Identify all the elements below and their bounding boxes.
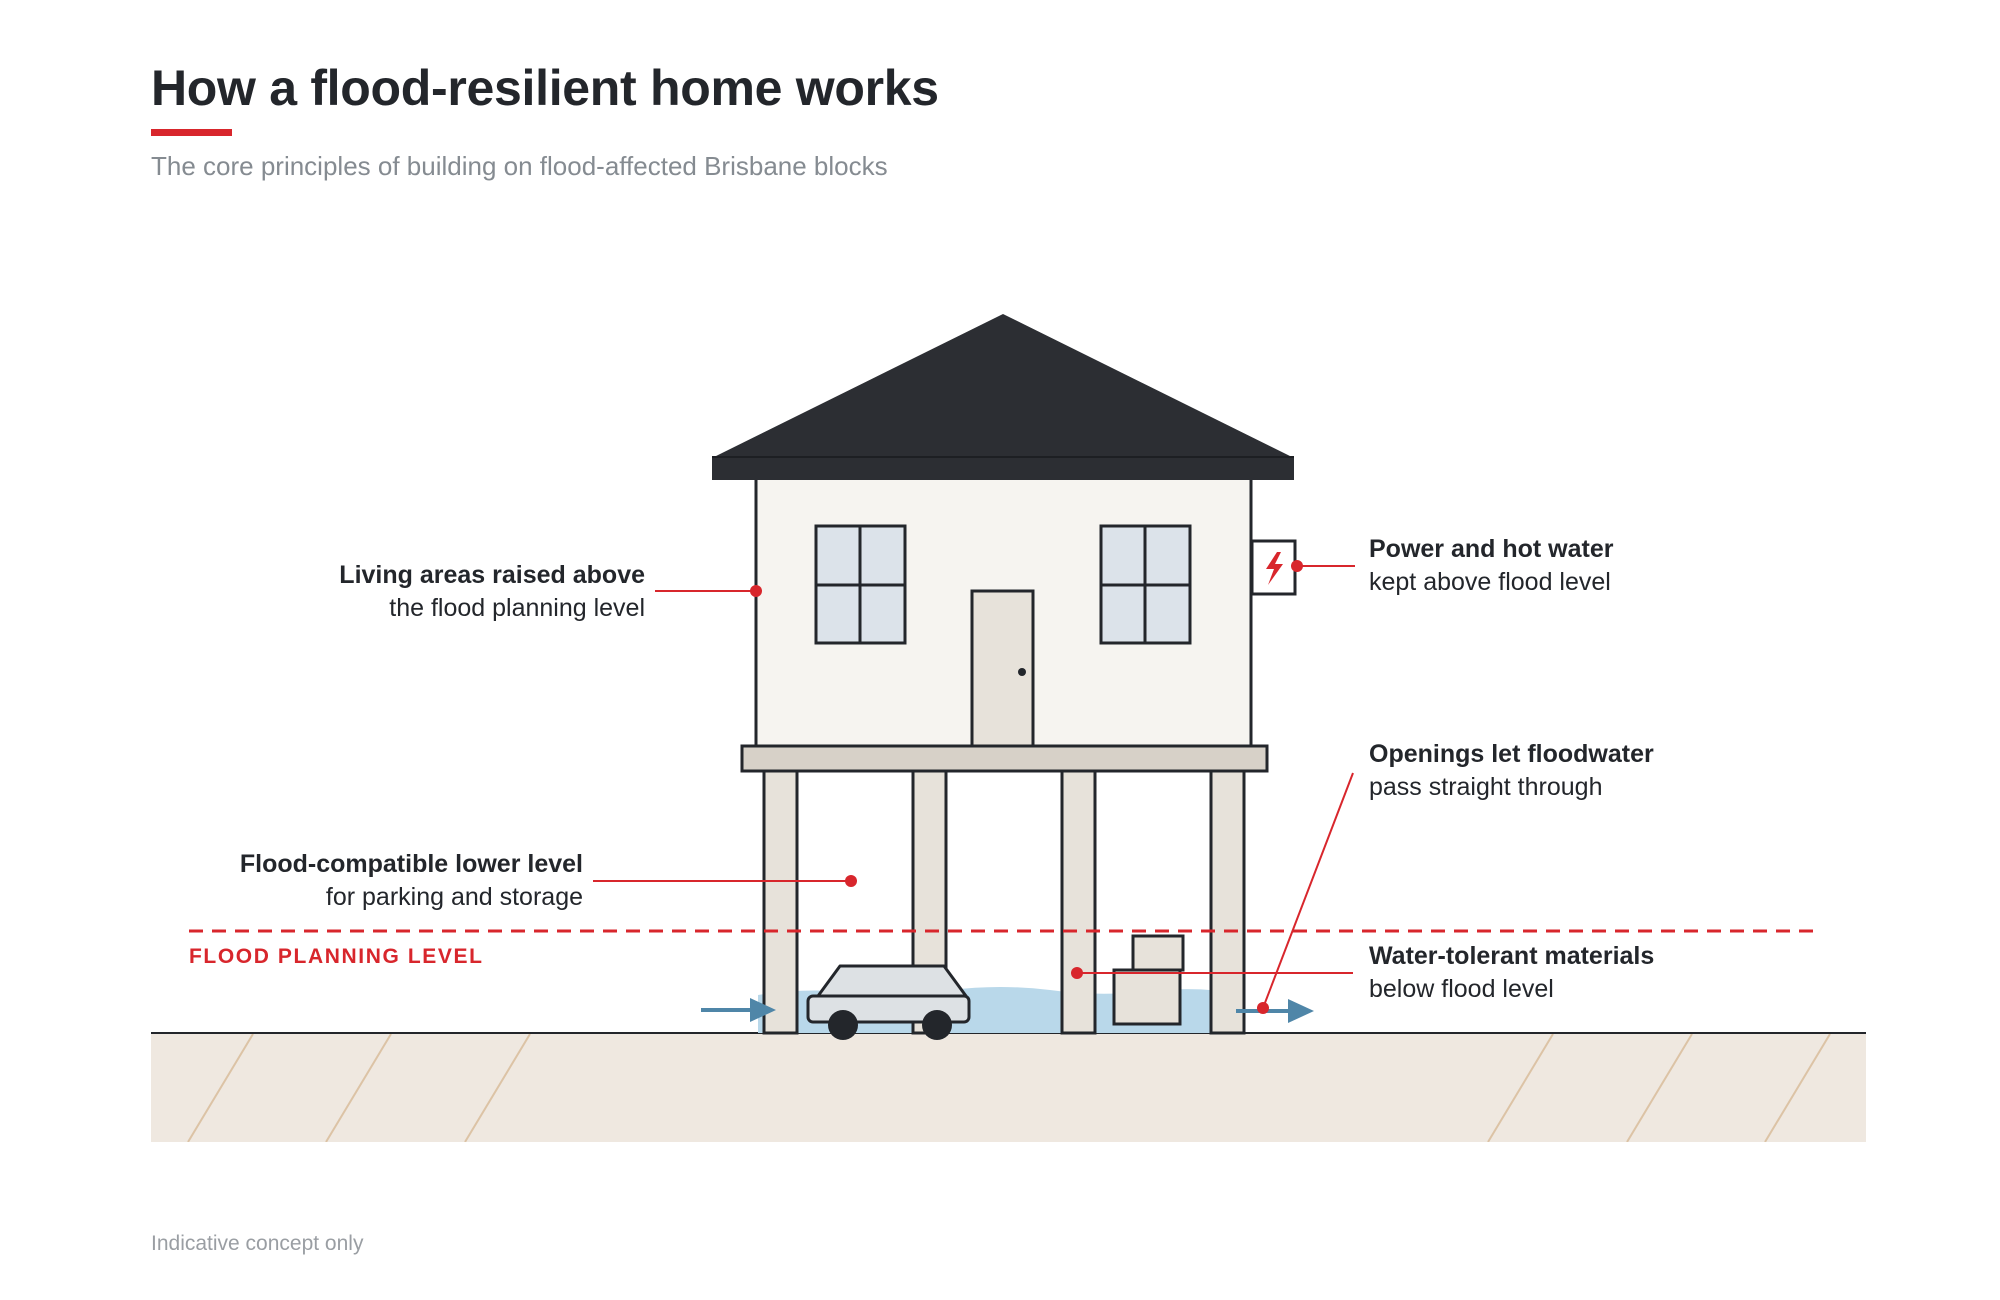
svg-text:Openings let floodwater: Openings let floodwater bbox=[1369, 740, 1654, 768]
svg-text:pass straight through: pass straight through bbox=[1369, 773, 1602, 801]
title-accent-rule bbox=[151, 129, 232, 136]
svg-text:the flood planning level: the flood planning level bbox=[389, 594, 645, 622]
floor-slab bbox=[740, 744, 1269, 773]
annotation-living-areas: Living areas raised above the flood plan… bbox=[339, 561, 645, 622]
annotation-power: Power and hot water kept above flood lev… bbox=[1369, 535, 1614, 596]
roof bbox=[712, 314, 1294, 480]
storage-boxes bbox=[1112, 934, 1185, 1026]
annotation-lower-level: Flood-compatible lower level for parking… bbox=[240, 850, 583, 911]
front-door bbox=[970, 589, 1035, 748]
stilts bbox=[762, 768, 1246, 1035]
lightning-bolt-icon bbox=[1266, 552, 1283, 585]
leader-lines bbox=[593, 565, 1355, 1009]
window-right bbox=[1099, 524, 1192, 645]
svg-text:below flood level: below flood level bbox=[1369, 975, 1554, 1003]
page-title: How a flood-resilient home works bbox=[151, 60, 939, 116]
svg-text:Water-tolerant materials: Water-tolerant materials bbox=[1369, 942, 1654, 970]
svg-text:Power and hot water: Power and hot water bbox=[1369, 535, 1614, 563]
annotation-openings: Openings let floodwater pass straight th… bbox=[1369, 740, 1654, 801]
svg-text:Living areas raised above: Living areas raised above bbox=[339, 561, 645, 589]
svg-text:kept above flood level: kept above flood level bbox=[1369, 568, 1611, 596]
svg-text:for parking and storage: for parking and storage bbox=[326, 883, 583, 911]
window-left bbox=[814, 524, 907, 645]
page-subtitle: The core principles of building on flood… bbox=[151, 151, 888, 181]
svg-text:Flood-compatible lower level: Flood-compatible lower level bbox=[240, 850, 583, 878]
power-box bbox=[1250, 539, 1297, 596]
car-icon bbox=[806, 964, 971, 1040]
annotation-materials: Water-tolerant materials below flood lev… bbox=[1369, 942, 1654, 1003]
leader-dots bbox=[750, 560, 1303, 1014]
flood-planning-level-label: FLOOD PLANNING LEVEL bbox=[189, 945, 484, 968]
footnote: Indicative concept only bbox=[151, 1232, 364, 1255]
ground bbox=[151, 1032, 1866, 1142]
